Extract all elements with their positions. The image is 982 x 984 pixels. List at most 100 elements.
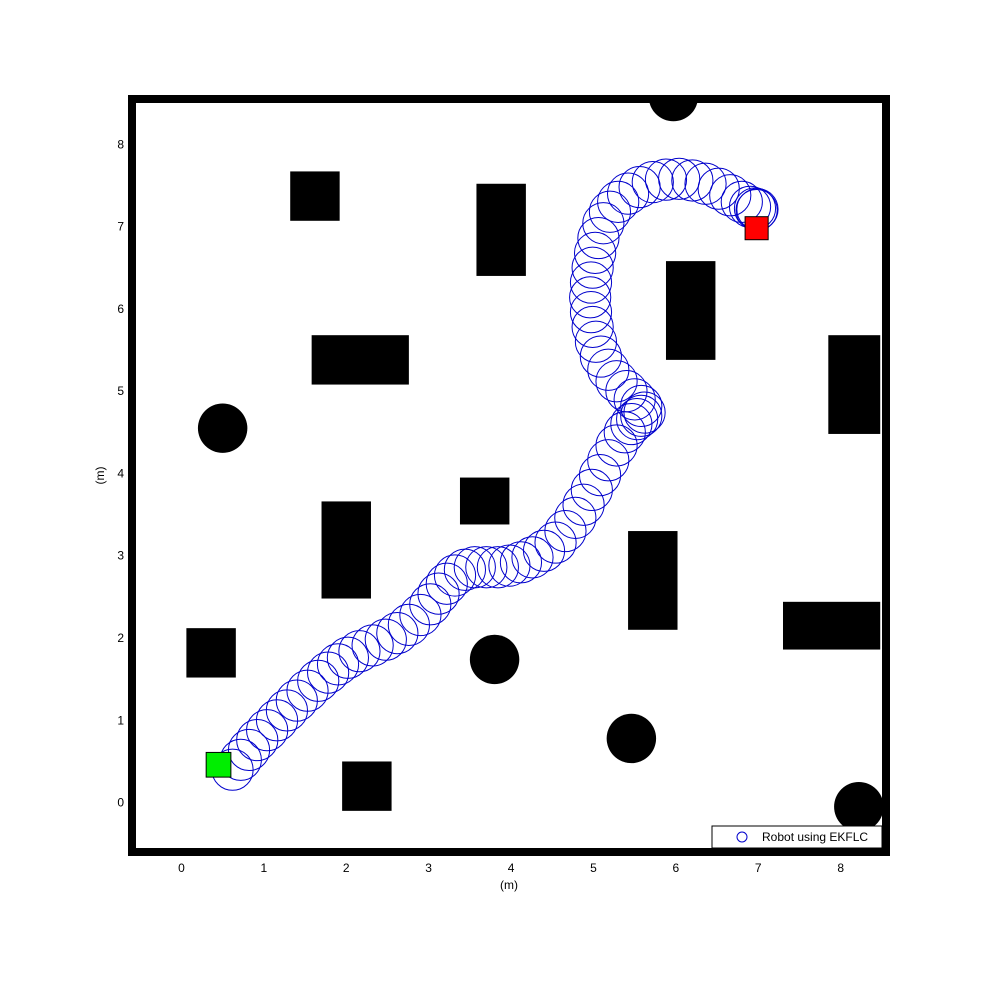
trajectory-point [316, 643, 360, 686]
trajectory-point [236, 718, 279, 762]
trajectory-point [644, 158, 688, 201]
x-tick-label: 2 [343, 861, 350, 875]
trajectory-point [364, 618, 407, 661]
trajectory-point [534, 521, 577, 564]
obstacle-block [459, 477, 510, 525]
y-tick-label: 3 [117, 549, 124, 563]
trajectory-point [562, 483, 605, 526]
goal-marker [744, 216, 769, 241]
trajectory-point [618, 165, 661, 209]
x-tick-label: 7 [755, 861, 762, 875]
trajectory-point [571, 246, 614, 289]
trajectory-point [588, 190, 632, 233]
legend-marker-robot [736, 831, 748, 843]
trajectory-point [574, 231, 617, 274]
legend: Robot using EKFLC [711, 825, 883, 849]
obstacle-block [628, 531, 678, 630]
x-tick-label: 0 [178, 861, 185, 875]
trajectory-point [569, 291, 613, 334]
legend-box [711, 825, 883, 849]
obstacle-block [342, 761, 392, 811]
obstacle-block [321, 501, 371, 599]
y-tick-label: 2 [117, 631, 124, 645]
x-tick-label: 3 [425, 861, 432, 875]
obstacles-layer [186, 99, 884, 832]
x-tick-label: 4 [508, 861, 515, 875]
trajectory-layer [211, 157, 779, 791]
trajectory-point [476, 546, 519, 589]
x-axis-label: (m) [500, 878, 518, 892]
obstacle-block [828, 335, 881, 434]
trajectory-point [465, 546, 508, 589]
trajectory-point [577, 216, 620, 260]
trajectory-point [582, 202, 625, 245]
y-tick-label: 7 [117, 220, 124, 234]
y-axis-label: (m) [93, 467, 107, 485]
trajectory-point [351, 624, 394, 667]
y-tick-label: 0 [117, 796, 124, 810]
trajectory-point [587, 439, 630, 482]
trajectory-point [587, 348, 630, 391]
x-tick-label: 5 [590, 861, 597, 875]
obstacle-disc [469, 634, 520, 685]
y-tick-label: 6 [117, 302, 124, 316]
trajectory-point [425, 562, 468, 605]
trajectory-point [574, 320, 618, 363]
trajectory-point [697, 167, 740, 210]
trajectory-point [570, 468, 613, 512]
trajectory-point [522, 529, 566, 572]
trajectory-point [569, 276, 612, 319]
trajectory-point [620, 394, 663, 437]
trajectory-point [544, 509, 587, 553]
trajectory-point [443, 548, 487, 591]
obstacle-disc [648, 99, 698, 122]
markers-layer [205, 216, 769, 778]
trajectory-point [376, 611, 419, 655]
trajectory-point [595, 360, 638, 403]
trajectory-point [275, 679, 318, 722]
x-tick-label: 8 [837, 861, 844, 875]
arena-wall [128, 95, 890, 856]
trajectory-point [613, 378, 656, 421]
trajectory-point [606, 172, 650, 215]
obstacle-disc [197, 403, 248, 453]
trajectory-point [326, 636, 370, 679]
trajectory-point [571, 305, 614, 349]
trajectory-point [569, 261, 613, 304]
trajectory-point [453, 546, 496, 589]
trajectory-point [623, 391, 666, 434]
y-tick-label: 1 [117, 713, 124, 727]
trajectory-point [554, 496, 597, 539]
y-tick-label: 4 [117, 466, 124, 480]
trajectory-point [671, 159, 714, 202]
obstacle-block [311, 335, 409, 385]
trajectory-point [578, 453, 622, 497]
trajectory-point [246, 709, 289, 752]
trajectory-point [605, 370, 648, 413]
trajectory-point [255, 699, 299, 742]
trajectory-point [399, 593, 442, 637]
obstacle-block [665, 261, 716, 360]
trajectory-point [709, 174, 752, 217]
trajectory-point [511, 536, 554, 579]
obstacle-block [290, 171, 340, 221]
x-tick-label: 6 [673, 861, 680, 875]
trajectory-point [631, 161, 674, 204]
obstacle-disc [834, 782, 884, 832]
trajectory-point [579, 335, 622, 378]
trajectory-point [433, 554, 477, 597]
obstacle-block [476, 183, 526, 276]
obstacle-block [782, 601, 881, 650]
start-marker [205, 751, 232, 778]
trajectory-point [684, 162, 727, 205]
trajectory-point [338, 630, 381, 673]
trajectory-point [595, 424, 638, 467]
trajectory-point [597, 180, 640, 223]
trajectory-point [499, 541, 543, 584]
trajectory-point [227, 728, 271, 772]
trajectory-point [620, 384, 663, 428]
y-tick-label: 5 [117, 384, 124, 398]
